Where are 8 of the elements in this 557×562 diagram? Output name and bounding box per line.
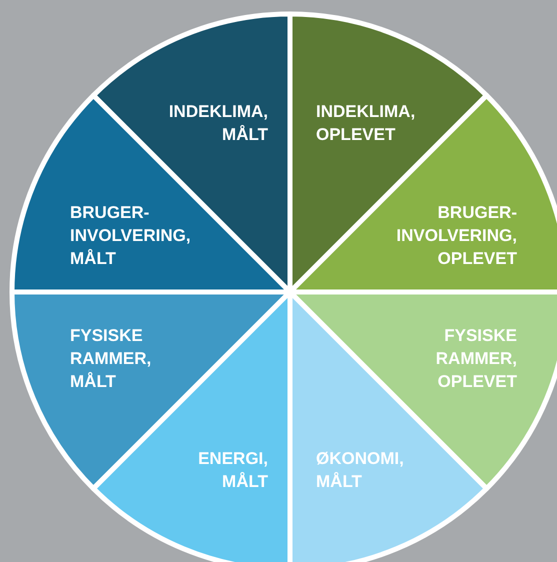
- wedge-label: BRUGER- INVOLVERING, OPLEVET: [396, 202, 517, 270]
- wedge-label: INDEKLIMA, OPLEVET: [316, 101, 416, 146]
- wedge-label: ØKONOMI, MÅLT: [316, 448, 404, 493]
- wedge-label: INDEKLIMA, MÅLT: [168, 101, 268, 146]
- wedge-label: FYSISKE RAMMER, OPLEVET: [436, 325, 517, 393]
- wedge-label: ENERGI, MÅLT: [198, 448, 268, 493]
- wedge-label: FYSISKE RAMMER, MÅLT: [70, 325, 152, 393]
- wedge-label: BRUGER- INVOLVERING, MÅLT: [70, 202, 191, 270]
